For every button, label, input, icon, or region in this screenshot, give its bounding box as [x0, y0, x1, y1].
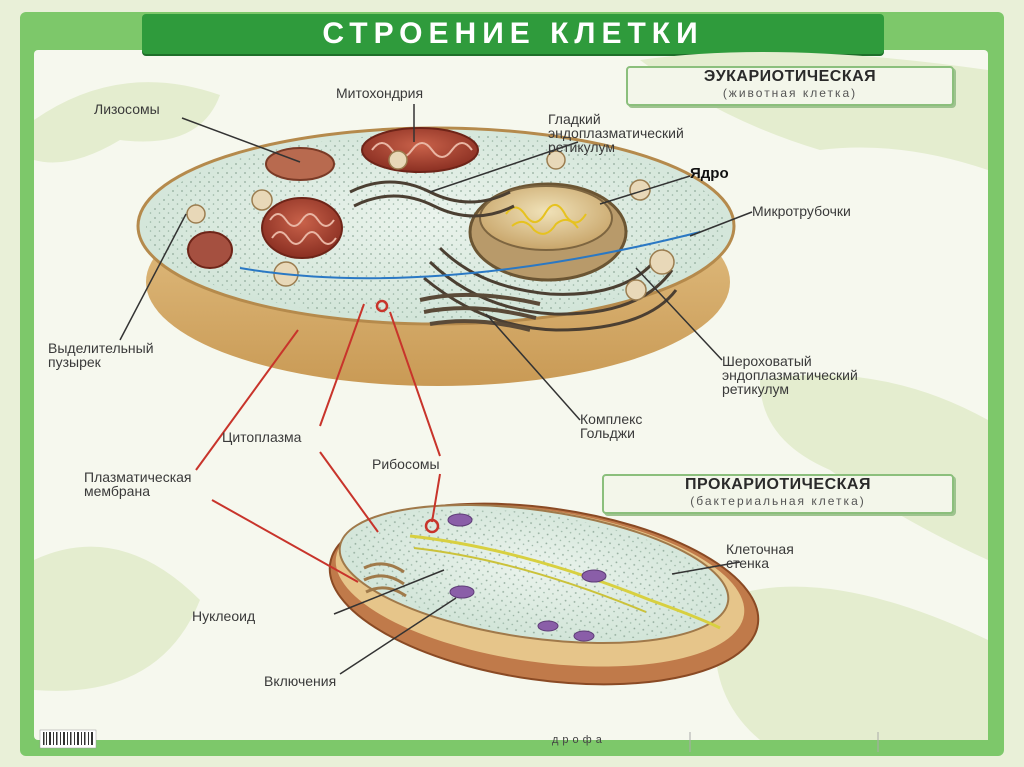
label-mitochondria: Митохондрия: [336, 85, 424, 101]
label-microtubules: Микротрубочки: [752, 203, 851, 219]
label-lysosomes: Лизосомы: [94, 101, 160, 117]
label-membrane-line-1: Плазматическая: [84, 469, 192, 485]
label-cytoplasm: Цитоплазма: [222, 429, 302, 445]
eukaryote-heading: ЭУКАРИОТИЧЕСКАЯ: [703, 68, 877, 85]
label-cell-wall-line-1: Клеточная: [726, 541, 794, 557]
label-vesicle-line-1: Выделительный: [48, 340, 154, 356]
mitochondrion-1: [361, 127, 479, 173]
label-membrane-line-2: мембрана: [84, 483, 150, 499]
prokaryote-subheading: (бактериальная клетка): [690, 494, 866, 508]
publisher-name: дрофа: [552, 734, 606, 746]
barcode: [39, 729, 97, 749]
poster-title: СТРОЕНИЕ КЛЕТКИ: [322, 17, 704, 50]
leader-lines-dark: [119, 104, 753, 675]
title-banner: СТРОЕНИЕ КЛЕТКИ: [142, 14, 884, 54]
label-rough-er-line-2: эндоплазматический: [722, 367, 858, 383]
eukaryote-heading-box: ЭУКАРИОТИЧЕСКАЯ (животная клетка): [626, 66, 954, 106]
label-smooth-er-line-1: Гладкий: [548, 111, 601, 127]
eukaryote-subheading: (животная клетка): [722, 86, 858, 100]
ribosome-marker-eukaryote: [375, 299, 389, 313]
label-inclusions: Включения: [264, 673, 337, 689]
membrane-fold: [363, 562, 407, 598]
label-smooth-er-line-2: эндоплазматический: [548, 125, 684, 141]
organelle-red: [187, 231, 233, 269]
golgi-complex: [419, 292, 541, 332]
label-smooth-er-line-3: ретикулум: [548, 139, 615, 155]
prokaryotic-cell: [328, 502, 760, 686]
prokaryote-heading: ПРОКАРИОТИЧЕСКАЯ: [685, 476, 871, 493]
nucleoid-dna: [409, 534, 721, 630]
label-cell-wall-line-2: стенка: [726, 555, 769, 571]
prokaryote-heading-box: ПРОКАРИОТИЧЕСКАЯ (бактериальная клетка): [602, 474, 954, 514]
label-nucleoid: Нуклеоид: [192, 608, 256, 624]
leader-lines-red: [195, 303, 441, 583]
inclusions: [447, 513, 607, 642]
label-golgi-line-1: Комплекс: [580, 411, 643, 427]
footer-rules: [689, 732, 879, 752]
rough-er: [423, 246, 678, 332]
label-rough-er-line-1: Шероховатый: [722, 353, 812, 369]
eukaryotic-cell: [136, 126, 736, 386]
label-ribosomes: Рибосомы: [372, 456, 440, 472]
label-nucleus: Ядро: [690, 165, 729, 182]
label-vesicle-line-2: пузырек: [48, 354, 101, 370]
microtubule: [239, 231, 701, 280]
mitochondrion-2: [261, 197, 343, 259]
label-rough-er-line-3: ретикулум: [722, 381, 789, 397]
label-golgi-line-2: Гольджи: [580, 425, 635, 441]
